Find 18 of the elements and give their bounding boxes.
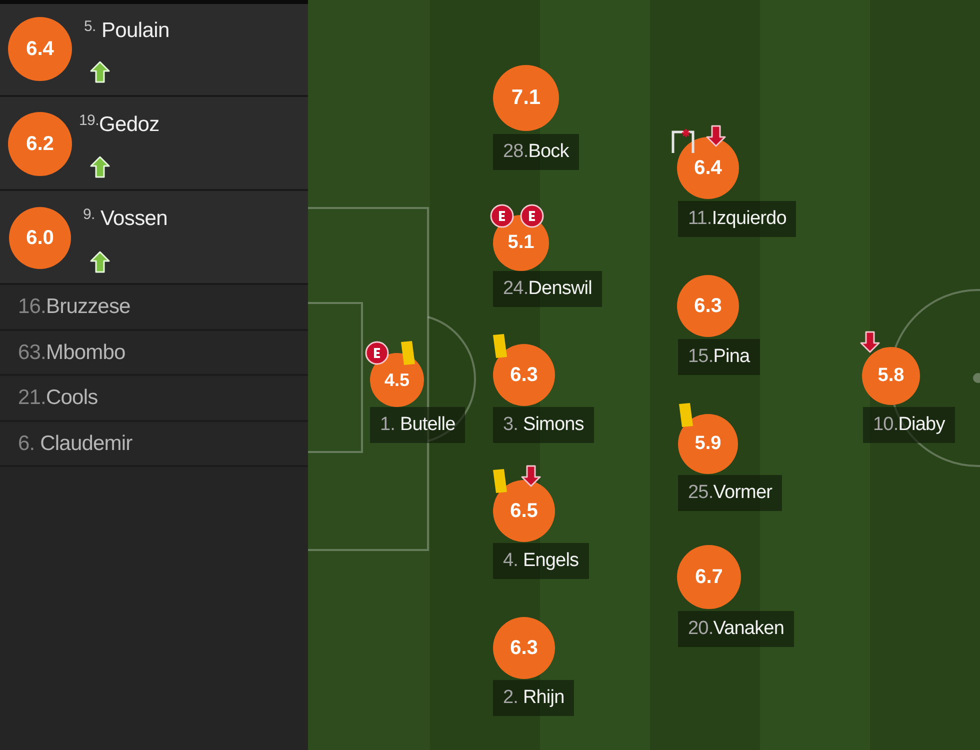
player-name: $^{19.}$Gedoz	[79, 112, 160, 138]
player-name: $^{5.}$ Poulain	[84, 18, 170, 44]
player-name: $^{9.}$ Vossen	[83, 206, 168, 232]
player-name-tag: 3. Simons	[493, 407, 594, 443]
player-name-tag: 2. Rhijn	[493, 680, 574, 716]
player-name-tag: 4. Engels	[493, 543, 589, 579]
player-name-tag: 25.Vormer	[678, 475, 782, 511]
player-name-tag: 1. Butelle	[370, 407, 466, 443]
player-name-tag: 20.Vanaken	[678, 611, 794, 647]
player-name: 6. Claudemir	[18, 430, 132, 456]
player-name: 21.Cools	[18, 385, 98, 411]
player-name-tag: 15.Pina	[678, 339, 760, 375]
player-name-tag: 10.Diaby	[863, 407, 955, 443]
player-name-tag: 28.Bock	[493, 134, 579, 170]
player-name-tag: 24.Denswil	[493, 271, 602, 307]
player-name: 16.Bruzzese	[18, 294, 130, 320]
player-name: 63.Mbombo	[18, 340, 126, 366]
player-name-tag: 11.Izquierdo	[678, 201, 796, 237]
